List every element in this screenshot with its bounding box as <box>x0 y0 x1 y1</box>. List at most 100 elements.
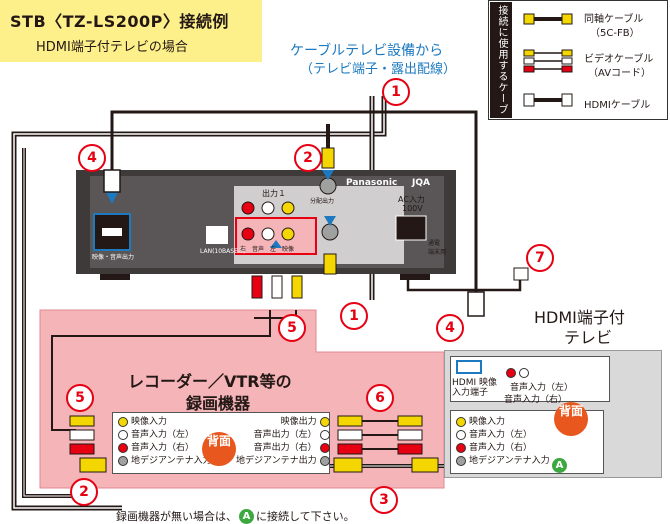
tv-audio-l-label: 音声入力（左） <box>510 383 574 393</box>
stb-ac-label: AC入力 <box>398 195 425 204</box>
hdmi-cable-icon <box>523 93 573 107</box>
legend-coax-sub: （5C-FB） <box>590 28 640 39</box>
tv-inputs: 映像入力 音声入力（左） 音声入力（右） 地デジアンテナ入力 <box>456 416 550 468</box>
rec-out-plug-red <box>337 443 363 455</box>
stb-rf-out <box>319 177 337 195</box>
coax-plug-rec-out <box>333 457 363 473</box>
stb-av-audio-l <box>261 227 275 241</box>
coax-cable-1-inner <box>13 96 385 509</box>
stb-output-label: 出力１ <box>262 189 286 198</box>
recorder-back-badge: 背面 <box>202 432 236 466</box>
legend-heading: 接続に使用するケーブル <box>474 2 512 118</box>
recorder-title-line1: レコーダー／VTR等の <box>128 372 292 391</box>
footer-note-after: に接続して下さい。 <box>256 510 355 523</box>
av-cable <box>51 310 271 431</box>
marker-6: 6 <box>366 384 394 412</box>
cable-source-line2: （テレビ端子・露出配線） <box>300 62 457 77</box>
marker-2-bottom: 2 <box>70 478 98 506</box>
rec-input-video: 映像入力 <box>118 416 212 429</box>
hdmi-plug-tv <box>467 291 485 317</box>
page-title: STB〈TZ-LS200P〉接続例 <box>10 12 229 31</box>
stb-out-audio-l <box>261 201 275 215</box>
stb-brand: Panasonic <box>346 178 398 188</box>
stb-outlet-label: 通電 端末用 <box>428 240 447 256</box>
arrow-av <box>270 240 282 248</box>
tv-input-audio-r: 音声入力（右） <box>456 442 550 455</box>
tv-title-line2: テレビ <box>564 328 613 347</box>
power-plug <box>513 267 529 281</box>
stb-jqa: JQA <box>412 178 430 188</box>
stb-audio-label-r: 右 <box>240 246 247 253</box>
hdmi-plug-stb <box>103 169 121 193</box>
rec-out-plug-yellow <box>337 415 363 427</box>
tv-in-plug-yellow <box>397 415 423 427</box>
rec-out-plug-white <box>337 429 363 441</box>
recorder-inputs: 映像入力 音声入力（左） 音声入力（右） 地デジアンテナ入力 <box>118 416 212 468</box>
stb-ac-inlet <box>395 215 427 241</box>
stb-audio-label-video: 映像 <box>282 246 295 253</box>
footer-note-before: 録画機器が無い場合は、 <box>116 510 237 523</box>
tv-a-marker: A <box>552 458 567 473</box>
arrow-rf-in <box>324 216 336 226</box>
tv-input-antenna: 地デジアンテナ入力 <box>456 455 550 468</box>
tv-hdmi-port <box>456 360 482 374</box>
av-cable-rec-tv <box>362 420 398 450</box>
legend-video-sub: （AVコード） <box>588 68 652 79</box>
footer-a-marker: A <box>239 508 254 524</box>
stb-foot-left <box>100 274 130 280</box>
stb-audio-label-audio: 音声 <box>252 246 265 253</box>
tv-in-plug-white <box>397 429 423 441</box>
marker-4-right: 4 <box>436 314 464 342</box>
stb-audio-labels: 右 音声 左 映像 <box>240 244 294 253</box>
rec-input-audio-l: 音声入力（左） <box>118 429 212 442</box>
title-box <box>0 0 262 62</box>
coax-plug-rec-in <box>79 457 107 473</box>
rec-in-plug-yellow <box>69 415 95 427</box>
stb-lan-port <box>206 226 228 244</box>
footer-note: 録画機器が無い場合は、 A に接続して下さい。 <box>116 508 355 524</box>
av-plug-red <box>251 275 263 299</box>
stb-hdmi-port <box>102 228 122 236</box>
marker-2-top: 2 <box>294 144 322 172</box>
marker-5-mid: 5 <box>278 314 306 342</box>
recorder-title-line2: 録画機器 <box>186 394 251 413</box>
legend-hdmi-label: HDMIケーブル <box>584 100 651 111</box>
rec-input-audio-r: 音声入力（右） <box>118 442 212 455</box>
marker-3: 3 <box>370 486 398 514</box>
cable-source-line1: ケーブルテレビ設備から <box>290 43 444 59</box>
av-plug-yellow <box>291 275 303 299</box>
tv-input-audio-l: 音声入力（左） <box>456 429 550 442</box>
coax-plug-top <box>321 147 335 169</box>
stb-av-audio-r <box>241 227 255 241</box>
stb-voltage: 100V <box>402 204 423 213</box>
legend-coax-label: 同軸ケーブル <box>584 14 644 25</box>
rec-output-video: 映像出力 <box>236 416 330 429</box>
stb-foot-right <box>400 274 430 280</box>
tv-hdmi-label: HDMI 映像 入力端子 <box>452 378 497 398</box>
rec-in-plug-red <box>69 443 95 455</box>
marker-5-left: 5 <box>66 384 94 412</box>
stb-av-video <box>281 227 295 241</box>
rec-output-audio-l: 音声出力（左） <box>236 429 330 442</box>
rec-in-plug-white <box>69 429 95 441</box>
tv-audio-jacks <box>506 362 532 381</box>
legend-video-label: ビデオケーブル <box>584 54 654 65</box>
video-cable-icon <box>523 49 573 73</box>
rec-output-antenna: 地デジアンテナ出力 <box>236 455 330 468</box>
tv-back-badge: 背面 <box>554 402 588 436</box>
marker-1-top: 1 <box>382 78 410 106</box>
coax-cable-icon <box>523 13 573 25</box>
arrow-rf-out <box>322 170 334 180</box>
rec-input-antenna: 地デジアンテナ入力 <box>118 455 212 468</box>
stb-rf-in <box>321 223 339 241</box>
tv-title-line1: HDMI端子付 <box>534 308 625 327</box>
page-subtitle: HDMI端子付テレビの場合 <box>36 40 188 55</box>
stb-out-audio-r <box>241 201 255 215</box>
rec-output-audio-r: 音声出力（右） <box>236 442 330 455</box>
tv-input-video: 映像入力 <box>456 416 550 429</box>
stb-out-video <box>281 201 295 215</box>
legend-box <box>488 0 668 120</box>
tv-audio-r-label: 音声入力（右） <box>504 395 568 405</box>
marker-4-left: 4 <box>78 144 106 172</box>
